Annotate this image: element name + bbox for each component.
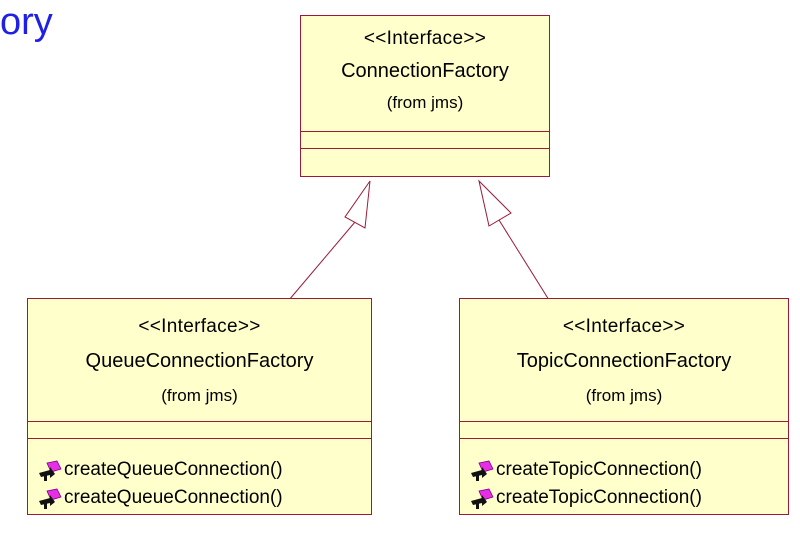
operation-signature: createQueueConnection() (64, 487, 283, 508)
operations-divider (460, 438, 788, 439)
generalization-queue-to-connection (288, 180, 371, 301)
operation-signature: createQueueConnection() (64, 459, 283, 480)
attributes-divider (460, 421, 788, 422)
operation-signature: createTopicConnection() (496, 487, 702, 508)
stereotype-label: <<Interface>> (562, 316, 686, 337)
generalization-topic-to-connection (478, 179, 550, 301)
queue-connection-factory-class[interactable]: <<Interface>> QueueConnectionFactory (fr… (27, 298, 372, 515)
stereotype-label: <<Interface>> (363, 28, 487, 49)
stereotype-label: <<Interface>> (138, 316, 261, 337)
class-name-compartment: <<Interface>> ConnectionFactory (from jm… (301, 16, 549, 116)
class-name-compartment: <<Interface>> TopicConnectionFactory (fr… (460, 299, 788, 411)
public-operation-icon (471, 488, 494, 509)
operation-signature: createTopicConnection() (496, 459, 702, 480)
class-name: QueueConnectionFactory (85, 350, 314, 372)
operations-divider (28, 438, 371, 439)
operation-item[interactable]: createTopicConnection() (470, 484, 702, 512)
package-label: (from jms) (161, 386, 238, 405)
package-label: (from jms) (386, 93, 464, 112)
public-operation-icon (471, 460, 494, 481)
operations-divider (301, 148, 549, 149)
public-operation-icon (39, 488, 62, 509)
operations-list: createTopicConnection() createTopicConne… (470, 456, 702, 512)
class-name: TopicConnectionFactory (516, 350, 732, 372)
connection-factory-class[interactable]: <<Interface>> ConnectionFactory (from jm… (300, 15, 550, 177)
operation-item[interactable]: createTopicConnection() (470, 456, 702, 484)
operation-item[interactable]: createQueueConnection() (38, 484, 283, 512)
operation-item[interactable]: createQueueConnection() (38, 456, 283, 484)
topic-connection-factory-class[interactable]: <<Interface>> TopicConnectionFactory (fr… (459, 298, 789, 515)
class-name-compartment: <<Interface>> QueueConnectionFactory (fr… (28, 299, 371, 411)
attributes-divider (28, 421, 371, 422)
operations-list: createQueueConnection() createQueueConne… (38, 456, 283, 512)
class-name: ConnectionFactory (341, 60, 509, 82)
attributes-divider (301, 131, 549, 132)
slide-title-fragment: ory (0, 1, 53, 43)
public-operation-icon (39, 460, 62, 481)
package-label: (from jms) (585, 386, 663, 405)
